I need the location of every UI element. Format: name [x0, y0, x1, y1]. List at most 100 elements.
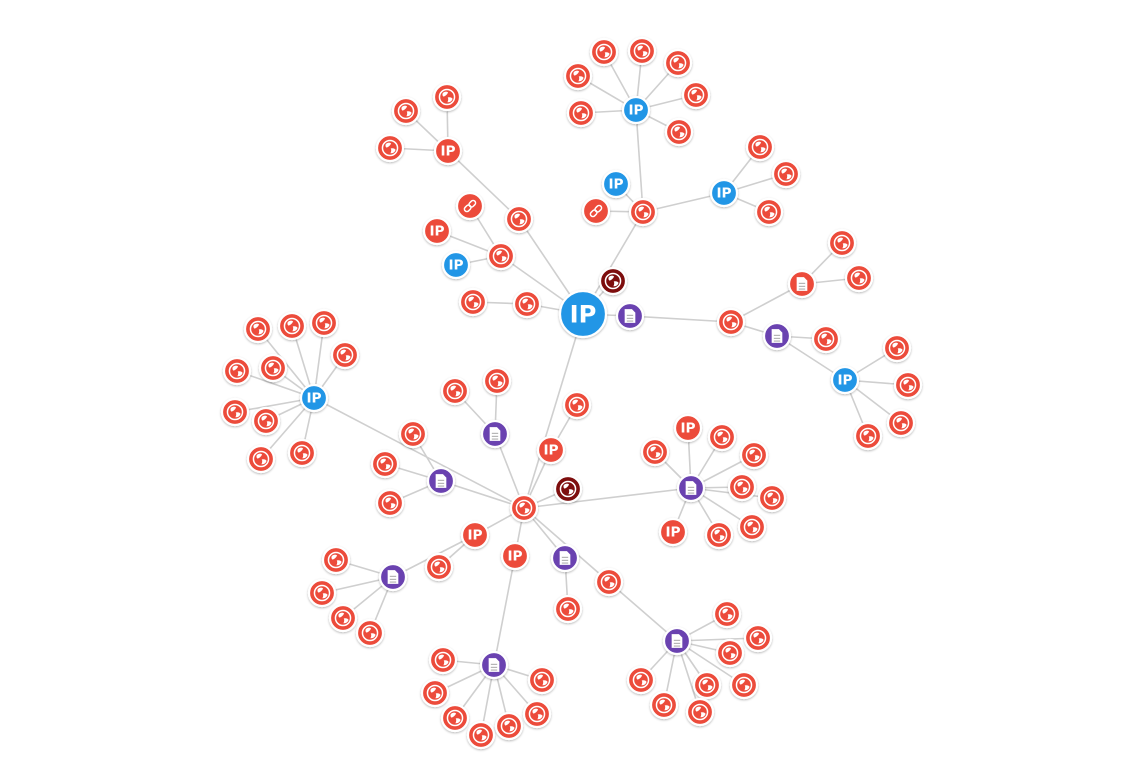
file-node-f1[interactable]	[615, 301, 645, 331]
domain-node-d_r3[interactable]	[811, 324, 841, 354]
file-node-f_b[interactable]	[479, 650, 509, 680]
url-node-u_t[interactable]	[581, 196, 611, 226]
domain-node-d_b1[interactable]	[428, 645, 458, 675]
url-node-u_b[interactable]	[455, 191, 485, 221]
domain-node-d_b6[interactable]	[522, 699, 552, 729]
file-node-f_h2[interactable]	[426, 466, 456, 496]
file-node-f_h1[interactable]	[480, 419, 510, 449]
domain-node-d_h4[interactable]	[398, 419, 428, 449]
domain-node-d_br7[interactable]	[649, 690, 679, 720]
domain-node-d_l7[interactable]	[220, 397, 250, 427]
domain-node-d_br3[interactable]	[715, 638, 745, 668]
ip-node-ipr_b[interactable]: IP	[422, 216, 452, 246]
file-node-f_h3[interactable]	[550, 543, 580, 573]
domain-node-d_t7[interactable]	[664, 117, 694, 147]
domain-node-d_bl1[interactable]	[321, 545, 351, 575]
domain-node-d_t5[interactable]	[681, 80, 711, 110]
domain-node-d_t6[interactable]	[566, 98, 596, 128]
domain-node-d_l1[interactable]	[243, 314, 273, 344]
domain-node-d_ul2[interactable]	[432, 82, 462, 112]
domain-node-d_mr3[interactable]	[640, 437, 670, 467]
domain-node-d_h2[interactable]	[440, 376, 470, 406]
domain-node-d_tr3[interactable]	[754, 197, 784, 227]
file-node-f_br[interactable]	[662, 626, 692, 656]
domain-node-d_l10[interactable]	[287, 438, 317, 468]
file-node-fr_r[interactable]	[787, 269, 817, 299]
ip-node-ipb_top[interactable]: IP	[621, 95, 651, 125]
domain-node-d_t2[interactable]	[627, 36, 657, 66]
file-node-f_mr[interactable]	[676, 473, 706, 503]
domain-node-d_l4[interactable]	[330, 340, 360, 370]
domain-node-d_br1[interactable]	[712, 599, 742, 629]
domain-node-d_h1[interactable]	[562, 390, 592, 420]
ip-node-ipb_t[interactable]: IP	[601, 169, 631, 199]
domain-node-d_t4[interactable]	[563, 61, 593, 91]
ip-node-c[interactable]: IP	[558, 289, 608, 339]
domain-node-d_r4[interactable]	[882, 333, 912, 363]
domain-node-d_mr2[interactable]	[739, 440, 769, 470]
domain-node-d_bl3[interactable]	[328, 603, 358, 633]
domain-node-d_b[interactable]	[486, 241, 516, 271]
domain-node-dk1[interactable]	[598, 266, 628, 296]
ip-node-ipb_r[interactable]: IP	[830, 365, 860, 395]
domain-node-d_l9[interactable]	[246, 444, 276, 474]
ip-node-ipr_ul[interactable]: IP	[433, 136, 463, 166]
domain-node-d_l3[interactable]	[309, 308, 339, 338]
file-node-f_bl[interactable]	[378, 562, 408, 592]
domain-node-d_b4[interactable]	[466, 720, 496, 750]
domain-node-d_mr1[interactable]	[707, 422, 737, 452]
domain-node-d_mr4[interactable]	[727, 472, 757, 502]
domain-node-d_t[interactable]	[628, 197, 658, 227]
ip-node-ipr_h2[interactable]: IP	[460, 520, 490, 550]
ip-node-ipb_l[interactable]: IP	[299, 383, 329, 413]
domain-node-d_c2[interactable]	[458, 287, 488, 317]
domain-node-d_r1[interactable]	[827, 228, 857, 258]
domain-node-d_r6[interactable]	[886, 408, 916, 438]
ip-node-ipr_h3[interactable]: IP	[500, 541, 530, 571]
domain-node-d_br8[interactable]	[626, 665, 656, 695]
domain-node-d_b3[interactable]	[440, 703, 470, 733]
domain-node-d_h7[interactable]	[424, 552, 454, 582]
ip-node-ipb_tr[interactable]: IP	[709, 178, 739, 208]
domain-node-d_r2[interactable]	[844, 263, 874, 293]
domain-node-d_ul1[interactable]	[391, 96, 421, 126]
domain-node-d_ul3[interactable]	[375, 133, 405, 163]
domain-node-d_b5[interactable]	[494, 711, 524, 741]
domain-node-d_mr5[interactable]	[757, 483, 787, 513]
domain-node-dk2[interactable]	[553, 474, 583, 504]
domain-node-d_br5[interactable]	[692, 670, 722, 700]
domain-node-d_l2[interactable]	[277, 311, 307, 341]
domain-node-d_bl2[interactable]	[307, 578, 337, 608]
domain-node-d_t3[interactable]	[663, 48, 693, 78]
domain-node-d_bl4[interactable]	[355, 618, 385, 648]
domain-node-d_h6[interactable]	[375, 488, 405, 518]
domain-node-d_h8[interactable]	[553, 594, 583, 624]
domain-node-d_mr7[interactable]	[704, 520, 734, 550]
domain-node-d_tr2[interactable]	[771, 159, 801, 189]
domain-node-d_r7[interactable]	[853, 421, 883, 451]
domain-node-d_br4[interactable]	[729, 670, 759, 700]
domain-node-d_l8[interactable]	[251, 406, 281, 436]
domain-node-d_c[interactable]	[512, 289, 542, 319]
domain-node-d_b2[interactable]	[420, 678, 450, 708]
domain-node-d_mr6[interactable]	[737, 512, 767, 542]
domain-node-d_br6[interactable]	[685, 697, 715, 727]
domain-node-d_l5[interactable]	[222, 356, 252, 386]
domain-node-d_r[interactable]	[716, 307, 746, 337]
domain-node-d_br2[interactable]	[743, 623, 773, 653]
domain-node-d_t1[interactable]	[589, 37, 619, 67]
ip-node-ipb_b[interactable]: IP	[441, 250, 471, 280]
file-node-f_r[interactable]	[762, 321, 792, 351]
domain-node-d_a[interactable]	[504, 204, 534, 234]
domain-node-d_l6[interactable]	[258, 353, 288, 383]
domain-node-d_h5[interactable]	[370, 449, 400, 479]
ip-node-ipr_mr1[interactable]: IP	[673, 413, 703, 443]
domain-node-d_tr1[interactable]	[745, 132, 775, 162]
domain-node-d_h3[interactable]	[482, 366, 512, 396]
ip-node-ipr_mr2[interactable]: IP	[658, 517, 688, 547]
ip-node-ipr_h1[interactable]: IP	[536, 435, 566, 465]
domain-node-d_h9[interactable]	[594, 567, 624, 597]
domain-node-d_r5[interactable]	[893, 370, 923, 400]
domain-node-d_b7[interactable]	[527, 665, 557, 695]
